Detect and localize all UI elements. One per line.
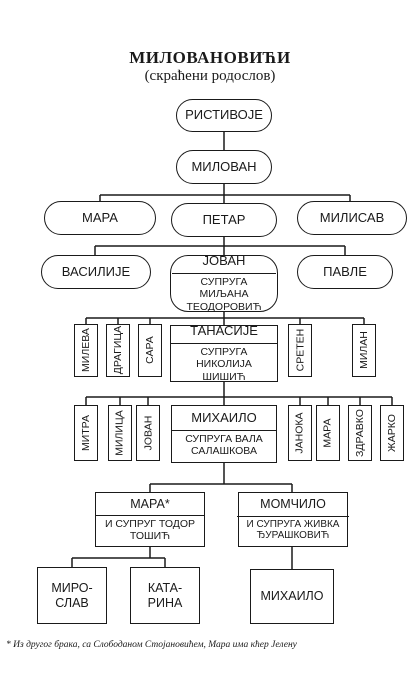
node-tanasije-name: ТАНАСИЈЕ: [190, 323, 258, 339]
node-jovan-2-label: ЈОВАН: [141, 415, 154, 451]
node-katarina: КАТА- РИНА: [130, 567, 200, 624]
node-jovan-spouse: СУПРУГА МИЉАНА ТЕОДОРОВИЋ: [172, 273, 276, 313]
node-zarko: ЖАРКО: [380, 405, 404, 461]
node-jovan: ЈОВАН СУПРУГА МИЉАНА ТЕОДОРОВИЋ: [170, 253, 278, 313]
node-vasilije: ВАСИЛИЈЕ: [41, 255, 151, 289]
node-pavle: ПАВЛЕ: [297, 255, 393, 289]
node-milisav: МИЛИСАВ: [297, 201, 407, 235]
node-milan-label: МИЛАН: [357, 331, 370, 370]
node-sara-label: САРА: [143, 336, 156, 365]
node-milan: МИЛАН: [352, 324, 376, 377]
node-mileva: МИЛЕВА: [74, 324, 98, 377]
node-mara: МАРА: [44, 201, 156, 235]
node-mihailo-2: МИХАИЛО: [250, 569, 334, 624]
page-title: МИЛОВАНОВИЋИ: [129, 48, 291, 67]
node-tanasije-spouse: СУПРУГА НИКОЛИЈА ШИШИЋ: [170, 343, 278, 383]
node-miroslav: МИРО- СЛАВ: [37, 567, 107, 624]
node-mitra-label: МИТРА: [79, 414, 92, 452]
node-mihailo-name: МИХАИЛО: [191, 409, 257, 425]
node-milovan: МИЛОВАН: [176, 150, 272, 184]
node-mara-3: МАРА* И СУПРУГ ТОДОР ТОШИЋ: [95, 492, 205, 547]
node-sreten: СРЕТЕН: [288, 324, 312, 377]
node-ristivoje: РИСТИВОЈЕ: [176, 99, 272, 132]
node-dragica: ДРАГИЦА: [106, 324, 130, 377]
node-mara-2: МАРА: [316, 405, 340, 461]
page-subtitle: (скраћени родослов): [144, 68, 276, 84]
node-momcilo: МОМЧИЛО И СУПРУГА ЖИВКА ЂУРАШКОВИЋ: [237, 492, 349, 547]
node-mitra: МИТРА: [74, 405, 98, 461]
node-mihailo: МИХАИЛО СУПРУГА ВАЛА САЛАШКОВА: [171, 405, 277, 463]
node-mihailo-spouse: СУПРУГА ВАЛА САЛАШКОВА: [171, 429, 277, 457]
node-momcilo-spouse: И СУПРУГА ЖИВКА ЂУРАШКОВИЋ: [237, 515, 349, 542]
node-janoka-label: ЈАНОКА: [293, 412, 306, 454]
node-momcilo-name: МОМЧИЛО: [260, 497, 326, 512]
node-zarko-label: ЖАРКО: [385, 414, 398, 452]
node-mara-3-name: МАРА*: [130, 496, 170, 511]
node-mara-3-spouse: И СУПРУГ ТОДОР ТОШИЋ: [95, 515, 205, 542]
node-jovan-name: ЈОВАН: [202, 253, 246, 269]
node-petar: ПЕТАР: [171, 203, 277, 237]
node-zdravko-label: ЗДРАВКО: [353, 409, 366, 457]
node-jovan-2: ЈОВАН: [136, 405, 160, 461]
footnote: * Из другог брака, са Слободаном Стојано…: [6, 640, 297, 650]
node-sara: САРА: [138, 324, 162, 377]
node-milica: МИЛИЦА: [108, 405, 132, 461]
node-dragica-label: ДРАГИЦА: [111, 326, 124, 375]
node-zdravko: ЗДРАВКО: [348, 405, 372, 461]
node-sreten-label: СРЕТЕН: [293, 329, 306, 372]
node-mara-2-label: МАРА: [321, 418, 334, 448]
node-janoka: ЈАНОКА: [288, 405, 312, 461]
node-milica-label: МИЛИЦА: [113, 410, 126, 456]
node-tanasije: ТАНАСИЈЕ СУПРУГА НИКОЛИЈА ШИШИЋ: [170, 323, 278, 383]
node-mileva-label: МИЛЕВА: [79, 328, 92, 373]
